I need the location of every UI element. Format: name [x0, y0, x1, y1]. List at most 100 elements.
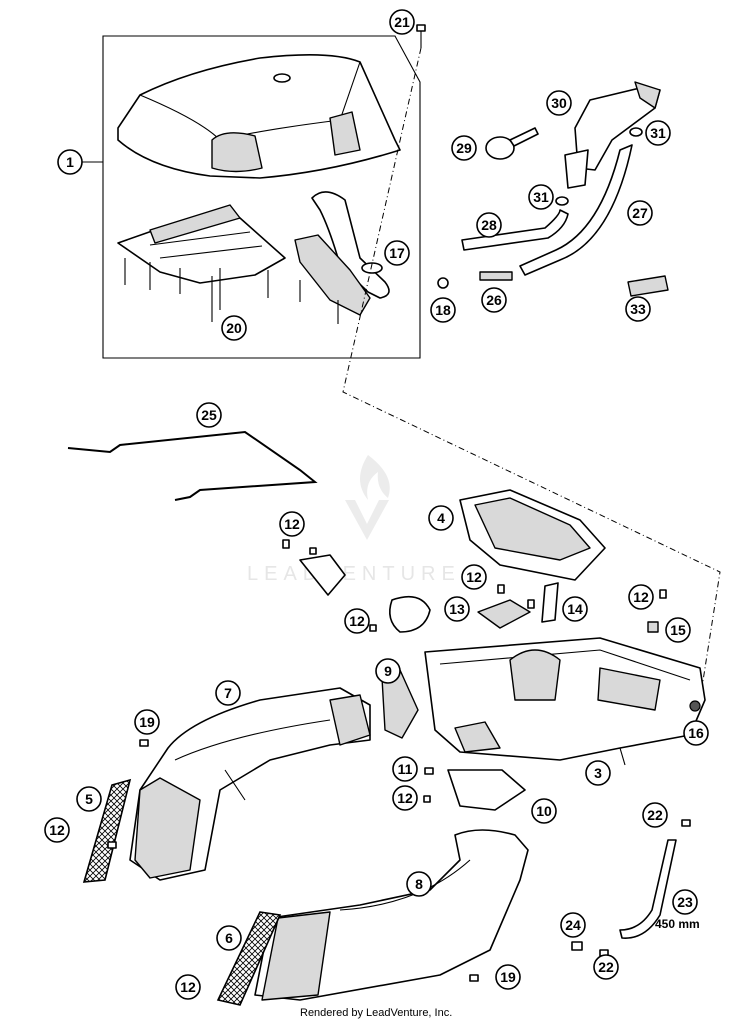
screw-21	[416, 24, 426, 48]
callout-17: 17	[384, 240, 410, 266]
callout-20: 20	[221, 315, 247, 341]
holding-wire	[67, 430, 318, 501]
svg-text:19: 19	[500, 969, 516, 985]
callout-12-d: 12	[628, 584, 654, 610]
rubber-strip	[541, 582, 559, 623]
svg-text:31: 31	[533, 189, 549, 205]
callout-6: 6	[216, 925, 242, 951]
svg-text:30: 30	[551, 95, 567, 111]
callout-21: 21	[389, 9, 415, 35]
svg-text:8: 8	[415, 876, 423, 892]
watermark-logo: LEADVENTURE	[247, 455, 461, 585]
callout-23: 23	[672, 889, 698, 915]
assembly-line-21-to-cage	[342, 47, 721, 701]
svg-text:19: 19	[139, 714, 155, 730]
callout-12-a: 12	[279, 511, 305, 537]
svg-text:15: 15	[670, 622, 686, 638]
watermark-text: LEADVENTURE	[247, 563, 461, 585]
svg-text:33: 33	[630, 301, 646, 317]
intake-snorkel	[564, 81, 661, 189]
svg-text:29: 29	[456, 140, 472, 156]
svg-text:3: 3	[594, 765, 602, 781]
svg-text:16: 16	[688, 725, 704, 741]
callout-labels: 1 3 4 5 6 7 8 9 10 11 12 12 12 12 12 12 …	[44, 9, 709, 1000]
svg-text:25: 25	[201, 407, 217, 423]
callout-14: 14	[562, 596, 588, 622]
svg-text:4: 4	[437, 510, 445, 526]
clamp-31-upper	[629, 127, 643, 137]
callout-31-a: 31	[645, 120, 671, 146]
screws	[107, 539, 691, 982]
callout-19-b: 19	[495, 964, 521, 990]
callout-3: 3	[585, 760, 611, 786]
callout-11: 11	[392, 756, 418, 782]
intake-mesh-lower	[216, 911, 282, 1006]
airbox-housing	[424, 637, 706, 766]
callout-12-g: 12	[175, 974, 201, 1000]
svg-text:5: 5	[85, 791, 93, 807]
intake-mesh-upper	[82, 778, 132, 883]
gasket	[447, 769, 526, 811]
svg-text:7: 7	[224, 685, 232, 701]
airbox-cover	[117, 54, 401, 179]
svg-text:31: 31	[650, 125, 666, 141]
callout-33: 33	[625, 296, 651, 322]
callout-12-e: 12	[392, 785, 418, 811]
svg-text:22: 22	[647, 807, 663, 823]
drain-hose-long	[519, 144, 633, 276]
callout-10: 10	[531, 798, 557, 824]
svg-text:26: 26	[486, 292, 502, 308]
callout-22-b: 22	[593, 954, 619, 980]
svg-text:17: 17	[389, 245, 405, 261]
cover-flap	[477, 599, 531, 629]
callout-13: 13	[444, 596, 470, 622]
svg-text:12: 12	[349, 613, 365, 629]
lower-intake-duct	[254, 829, 529, 1001]
svg-text:21: 21	[394, 14, 410, 30]
callout-8: 8	[406, 871, 432, 897]
filter-cage	[117, 204, 286, 322]
svg-text:23: 23	[677, 894, 693, 910]
hose-connector	[479, 271, 513, 281]
callout-7: 7	[215, 680, 241, 706]
callout-16: 16	[683, 720, 709, 746]
svg-text:12: 12	[180, 979, 196, 995]
callout-27: 27	[627, 200, 653, 226]
seal-plate	[389, 595, 431, 633]
callout-29: 29	[451, 135, 477, 161]
callout-18: 18	[430, 297, 456, 323]
svg-text:11: 11	[398, 761, 413, 777]
svg-text:22: 22	[598, 959, 614, 975]
callout-9: 9	[375, 658, 401, 684]
credit-line: Rendered by LeadVenture, Inc.	[300, 1007, 452, 1019]
svg-text:14: 14	[567, 601, 583, 617]
svg-text:24: 24	[565, 917, 581, 933]
vent-hose	[294, 191, 390, 324]
callout-22-a: 22	[642, 802, 668, 828]
rubber-plug	[689, 700, 701, 712]
air-filter	[459, 489, 606, 581]
callout-15: 15	[665, 617, 691, 643]
upper-intake-duct	[129, 687, 371, 881]
callout-12-b: 12	[461, 564, 487, 590]
callout-12-c: 12	[344, 608, 370, 634]
svg-text:20: 20	[226, 320, 242, 336]
callout-24: 24	[560, 912, 586, 938]
airbox-cover-assembly-frame	[102, 35, 421, 359]
drain-hose-450	[619, 839, 677, 939]
svg-text:10: 10	[536, 803, 552, 819]
cable-tie	[485, 127, 539, 160]
callout-5: 5	[76, 786, 102, 812]
svg-text:13: 13	[449, 601, 465, 617]
callout-19-a: 19	[134, 709, 160, 735]
svg-text:1: 1	[66, 154, 74, 170]
hose-clamp	[437, 277, 449, 289]
svg-text:12: 12	[49, 822, 65, 838]
svg-text:12: 12	[284, 516, 300, 532]
svg-text:12: 12	[466, 569, 482, 585]
svg-text:9: 9	[384, 663, 392, 679]
svg-text:27: 27	[632, 205, 648, 221]
callout-12-f: 12	[44, 817, 70, 843]
callout-31-b: 31	[528, 184, 554, 210]
